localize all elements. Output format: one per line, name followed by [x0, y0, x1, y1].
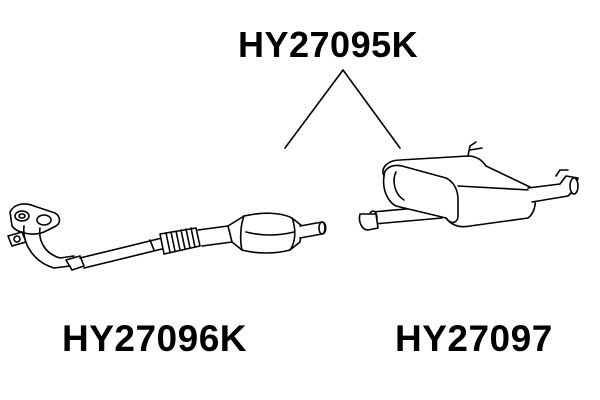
front-part-number: HY27096K — [62, 318, 248, 359]
silencer-box — [382, 155, 537, 228]
rear-part-number: HY27097 — [395, 318, 553, 359]
kit-connector-lines — [284, 69, 401, 149]
front-pipe-with-catalyst — [7, 203, 327, 271]
kit-part-number: HY27095K — [238, 24, 419, 65]
manifold-flange — [9, 203, 61, 235]
rear-silencer-assembly — [358, 141, 579, 231]
catalytic-converter — [227, 212, 303, 254]
flex-joint — [159, 227, 201, 255]
